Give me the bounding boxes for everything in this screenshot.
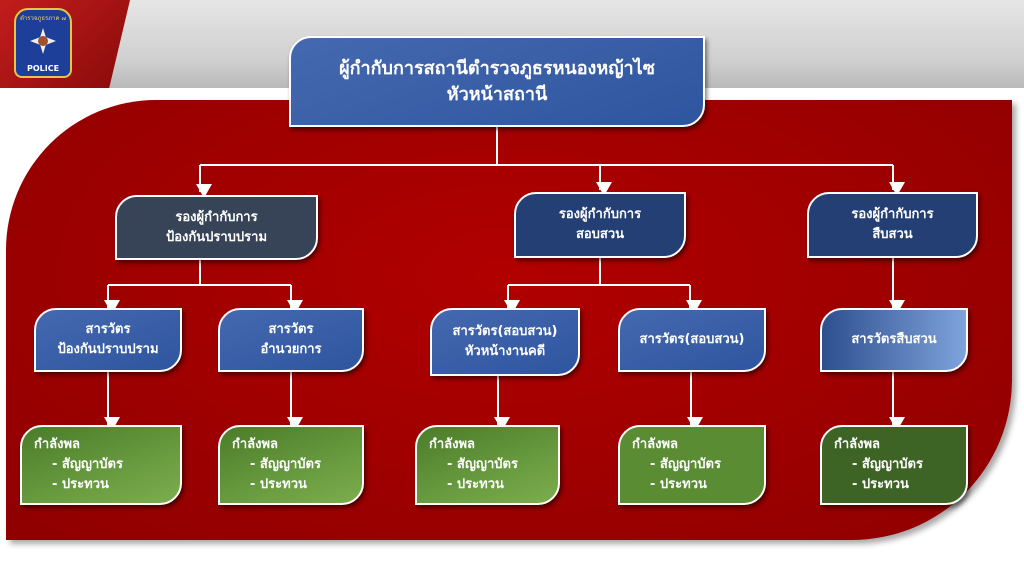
deputy-title: รองผู้กำกับการ (851, 207, 934, 222)
inspector-dept: หัวหน้างานคดี (464, 344, 546, 359)
personnel-box: กำลังพล - สัญญาบัตร - ประทวน (618, 425, 766, 505)
personnel-box: กำลังพล - สัญญาบัตร - ประทวน (820, 425, 968, 505)
inspector-dept: อำนวยการ (260, 342, 322, 357)
inspector-title: สารวัตร (268, 322, 314, 337)
personnel-title: กำลังพล (632, 437, 679, 452)
inspector-box-admin: สารวัตรอำนวยการ (218, 308, 364, 372)
deputy-box-inquiry: รองผู้กำกับการสอบสวน (514, 192, 686, 258)
personnel-title: กำลังพล (834, 437, 881, 452)
deputy-dept: สืบสวน (872, 227, 913, 242)
inspector-box-case-head: สารวัตร(สอบสวน) หัวหน้างานคดี (430, 308, 580, 376)
deputy-box-prevention: รองผู้กำกับการป้องกันปราบปราม (115, 195, 318, 260)
deputy-dept: สอบสวน (575, 227, 625, 242)
personnel-commissioned: - สัญญาบัตร (52, 457, 123, 472)
inspector-title: สารวัตรสืบสวน (851, 332, 937, 347)
personnel-title: กำลังพล (232, 437, 279, 452)
chief-role: หัวหน้าสถานี (446, 83, 548, 105)
inspector-box-investigation: สารวัตรสืบสวน (820, 308, 968, 372)
personnel-box: กำลังพล - สัญญาบัตร - ประทวน (415, 425, 560, 505)
personnel-noncommissioned: - ประทวน (650, 477, 707, 492)
personnel-noncommissioned: - ประทวน (52, 477, 109, 492)
personnel-noncommissioned: - ประทวน (852, 477, 909, 492)
chief-box: ผู้กำกับการสถานีตำรวจภูธรหนองหญ้าไซ หัวห… (289, 36, 705, 127)
inspector-title: สารวัตร(สอบสวน) (452, 324, 558, 339)
personnel-title: กำลังพล (429, 437, 476, 452)
personnel-commissioned: - สัญญาบัตร (447, 457, 518, 472)
personnel-box: กำลังพล - สัญญาบัตร - ประทวน (20, 425, 182, 505)
deputy-box-investigation: รองผู้กำกับการสืบสวน (807, 192, 978, 258)
chief-title: ผู้กำกับการสถานีตำรวจภูธรหนองหญ้าไซ (339, 57, 655, 79)
inspector-dept: ป้องกันปราบปราม (57, 342, 159, 357)
personnel-title: กำลังพล (34, 437, 81, 452)
personnel-box: กำลังพล - สัญญาบัตร - ประทวน (218, 425, 364, 505)
inspector-title: สารวัตร (85, 322, 131, 337)
personnel-commissioned: - สัญญาบัตร (852, 457, 923, 472)
deputy-dept: ป้องกันปราบปราม (165, 229, 268, 245)
deputy-title: รองผู้กำกับการ (558, 207, 642, 222)
personnel-commissioned: - สัญญาบัตร (650, 457, 721, 472)
logo-label: POLICE (26, 64, 60, 73)
personnel-commissioned: - สัญญาบัตร (250, 457, 321, 472)
logo-text: ตำรวจภูธรภาค ๗ (20, 15, 66, 22)
inspector-title: สารวัตร(สอบสวน) (639, 332, 745, 347)
personnel-noncommissioned: - ประทวน (447, 477, 504, 492)
inspector-box-prevention: สารวัตรป้องกันปราบปราม (34, 308, 182, 372)
police-badge-logo: ตำรวจภูธรภาค ๗ POLICE (14, 8, 72, 78)
personnel-noncommissioned: - ประทวน (250, 477, 307, 492)
deputy-title: รองผู้กำกับการ (175, 209, 258, 225)
inspector-box-inquiry: สารวัตร(สอบสวน) (618, 308, 766, 372)
